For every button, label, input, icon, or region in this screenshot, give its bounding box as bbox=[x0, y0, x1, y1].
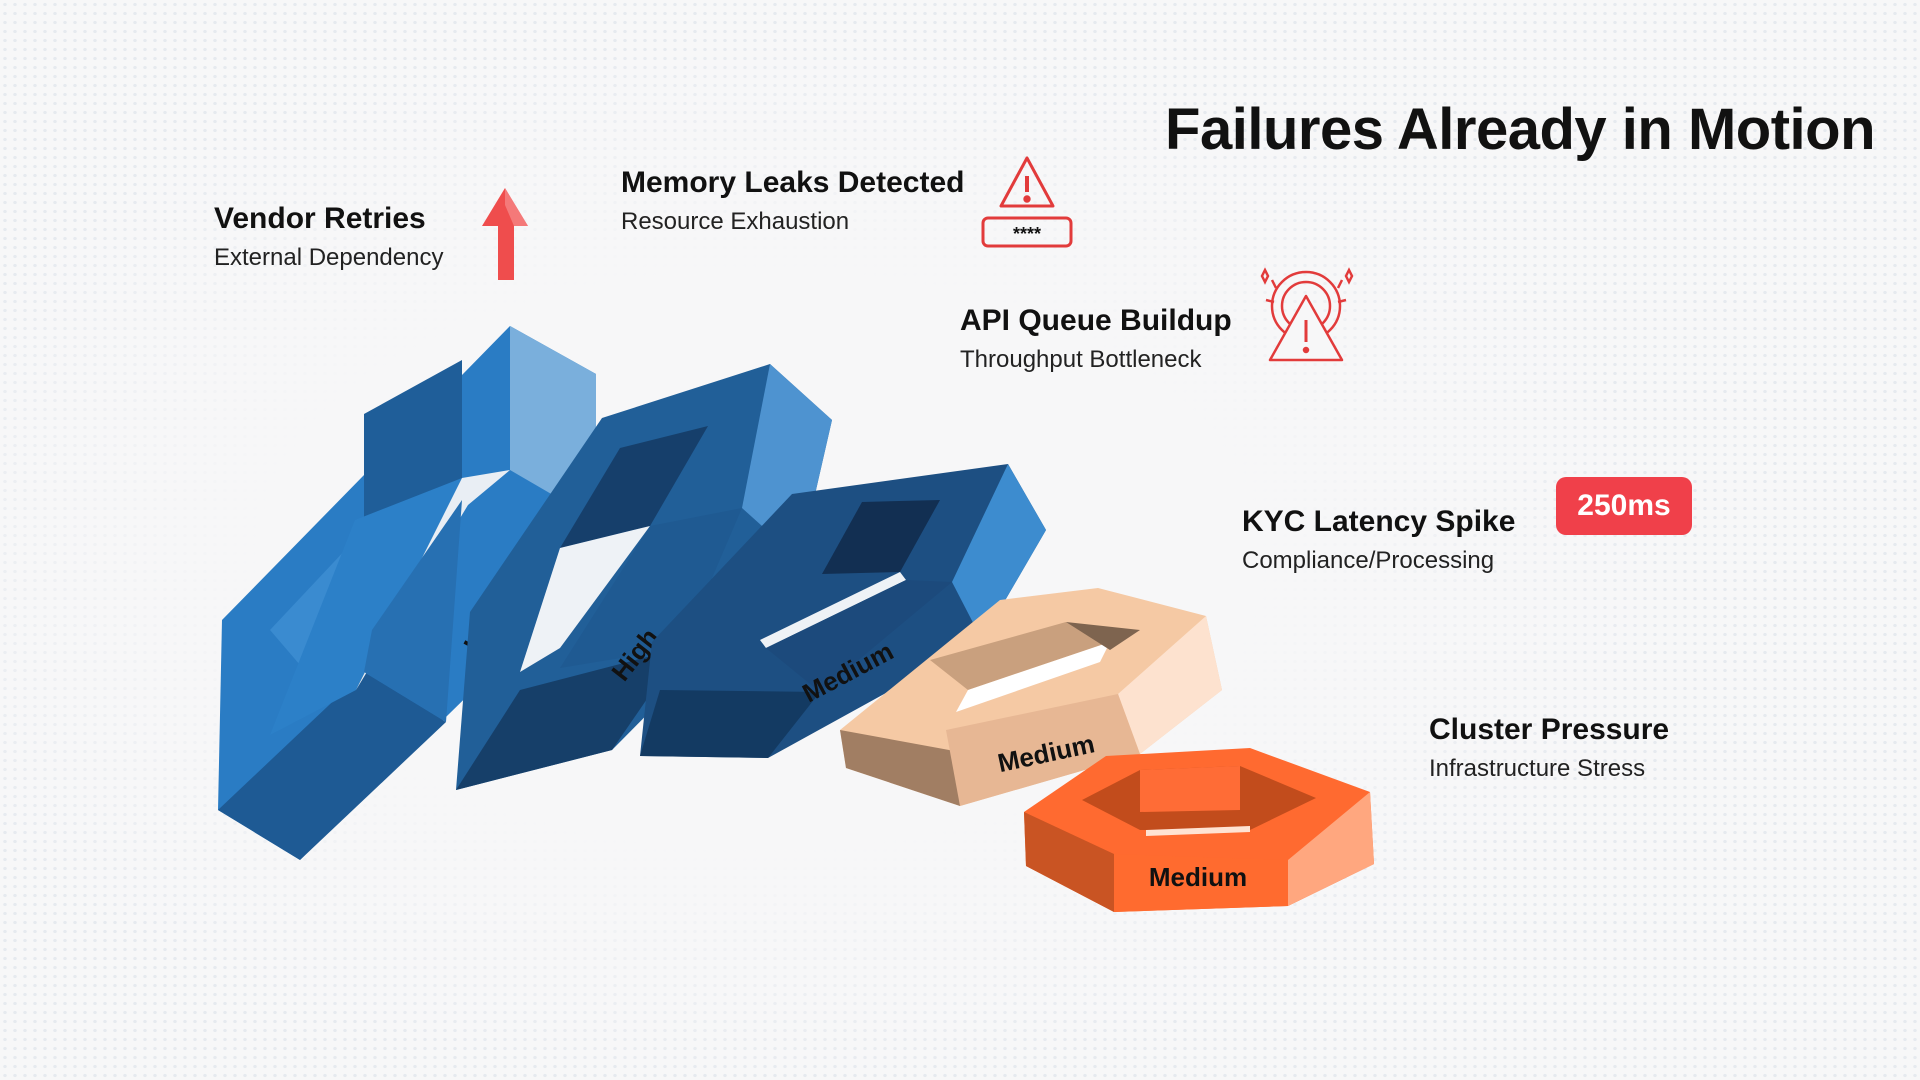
ring-label-medium-5: Medium bbox=[1149, 862, 1247, 892]
svg-text:****: **** bbox=[1013, 224, 1041, 244]
label-heading: Vendor Retries bbox=[214, 202, 426, 235]
latency-badge: 250ms bbox=[1556, 477, 1692, 535]
label-vendor-retries: Vendor Retries External Dependency bbox=[214, 202, 443, 272]
ring-medium-4: Medium bbox=[840, 588, 1222, 806]
label-api-queue: API Queue Buildup Throughput Bottleneck bbox=[960, 304, 1232, 374]
ring-medium-3: Medium bbox=[640, 464, 1046, 758]
label-kyc-latency: KYC Latency Spike Compliance/Processing bbox=[1242, 505, 1515, 575]
label-heading: KYC Latency Spike bbox=[1242, 505, 1516, 538]
label-subtitle: Throughput Bottleneck bbox=[960, 346, 1202, 373]
label-cluster-pressure: Cluster Pressure Infrastructure Stress bbox=[1429, 713, 1669, 783]
label-heading: API Queue Buildup bbox=[960, 304, 1232, 337]
label-subtitle: External Dependency bbox=[214, 244, 444, 271]
warning-password-icon: **** bbox=[981, 156, 1073, 248]
label-subtitle: Resource Exhaustion bbox=[621, 208, 850, 235]
ring-high-1: High bbox=[218, 326, 596, 860]
gear-warning-icon bbox=[1260, 267, 1354, 362]
ring-medium-5: Medium bbox=[1024, 748, 1374, 912]
label-heading: Cluster Pressure bbox=[1429, 713, 1670, 746]
label-subtitle: Infrastructure Stress bbox=[1429, 755, 1646, 782]
label-memory-leaks: Memory Leaks Detected Resource Exhaustio… bbox=[621, 166, 964, 236]
label-subtitle: Compliance/Processing bbox=[1242, 547, 1495, 574]
label-heading: Memory Leaks Detected bbox=[621, 166, 965, 199]
page-title: Failures Already in Motion bbox=[1165, 97, 1875, 162]
arrow-up-icon bbox=[482, 188, 528, 280]
